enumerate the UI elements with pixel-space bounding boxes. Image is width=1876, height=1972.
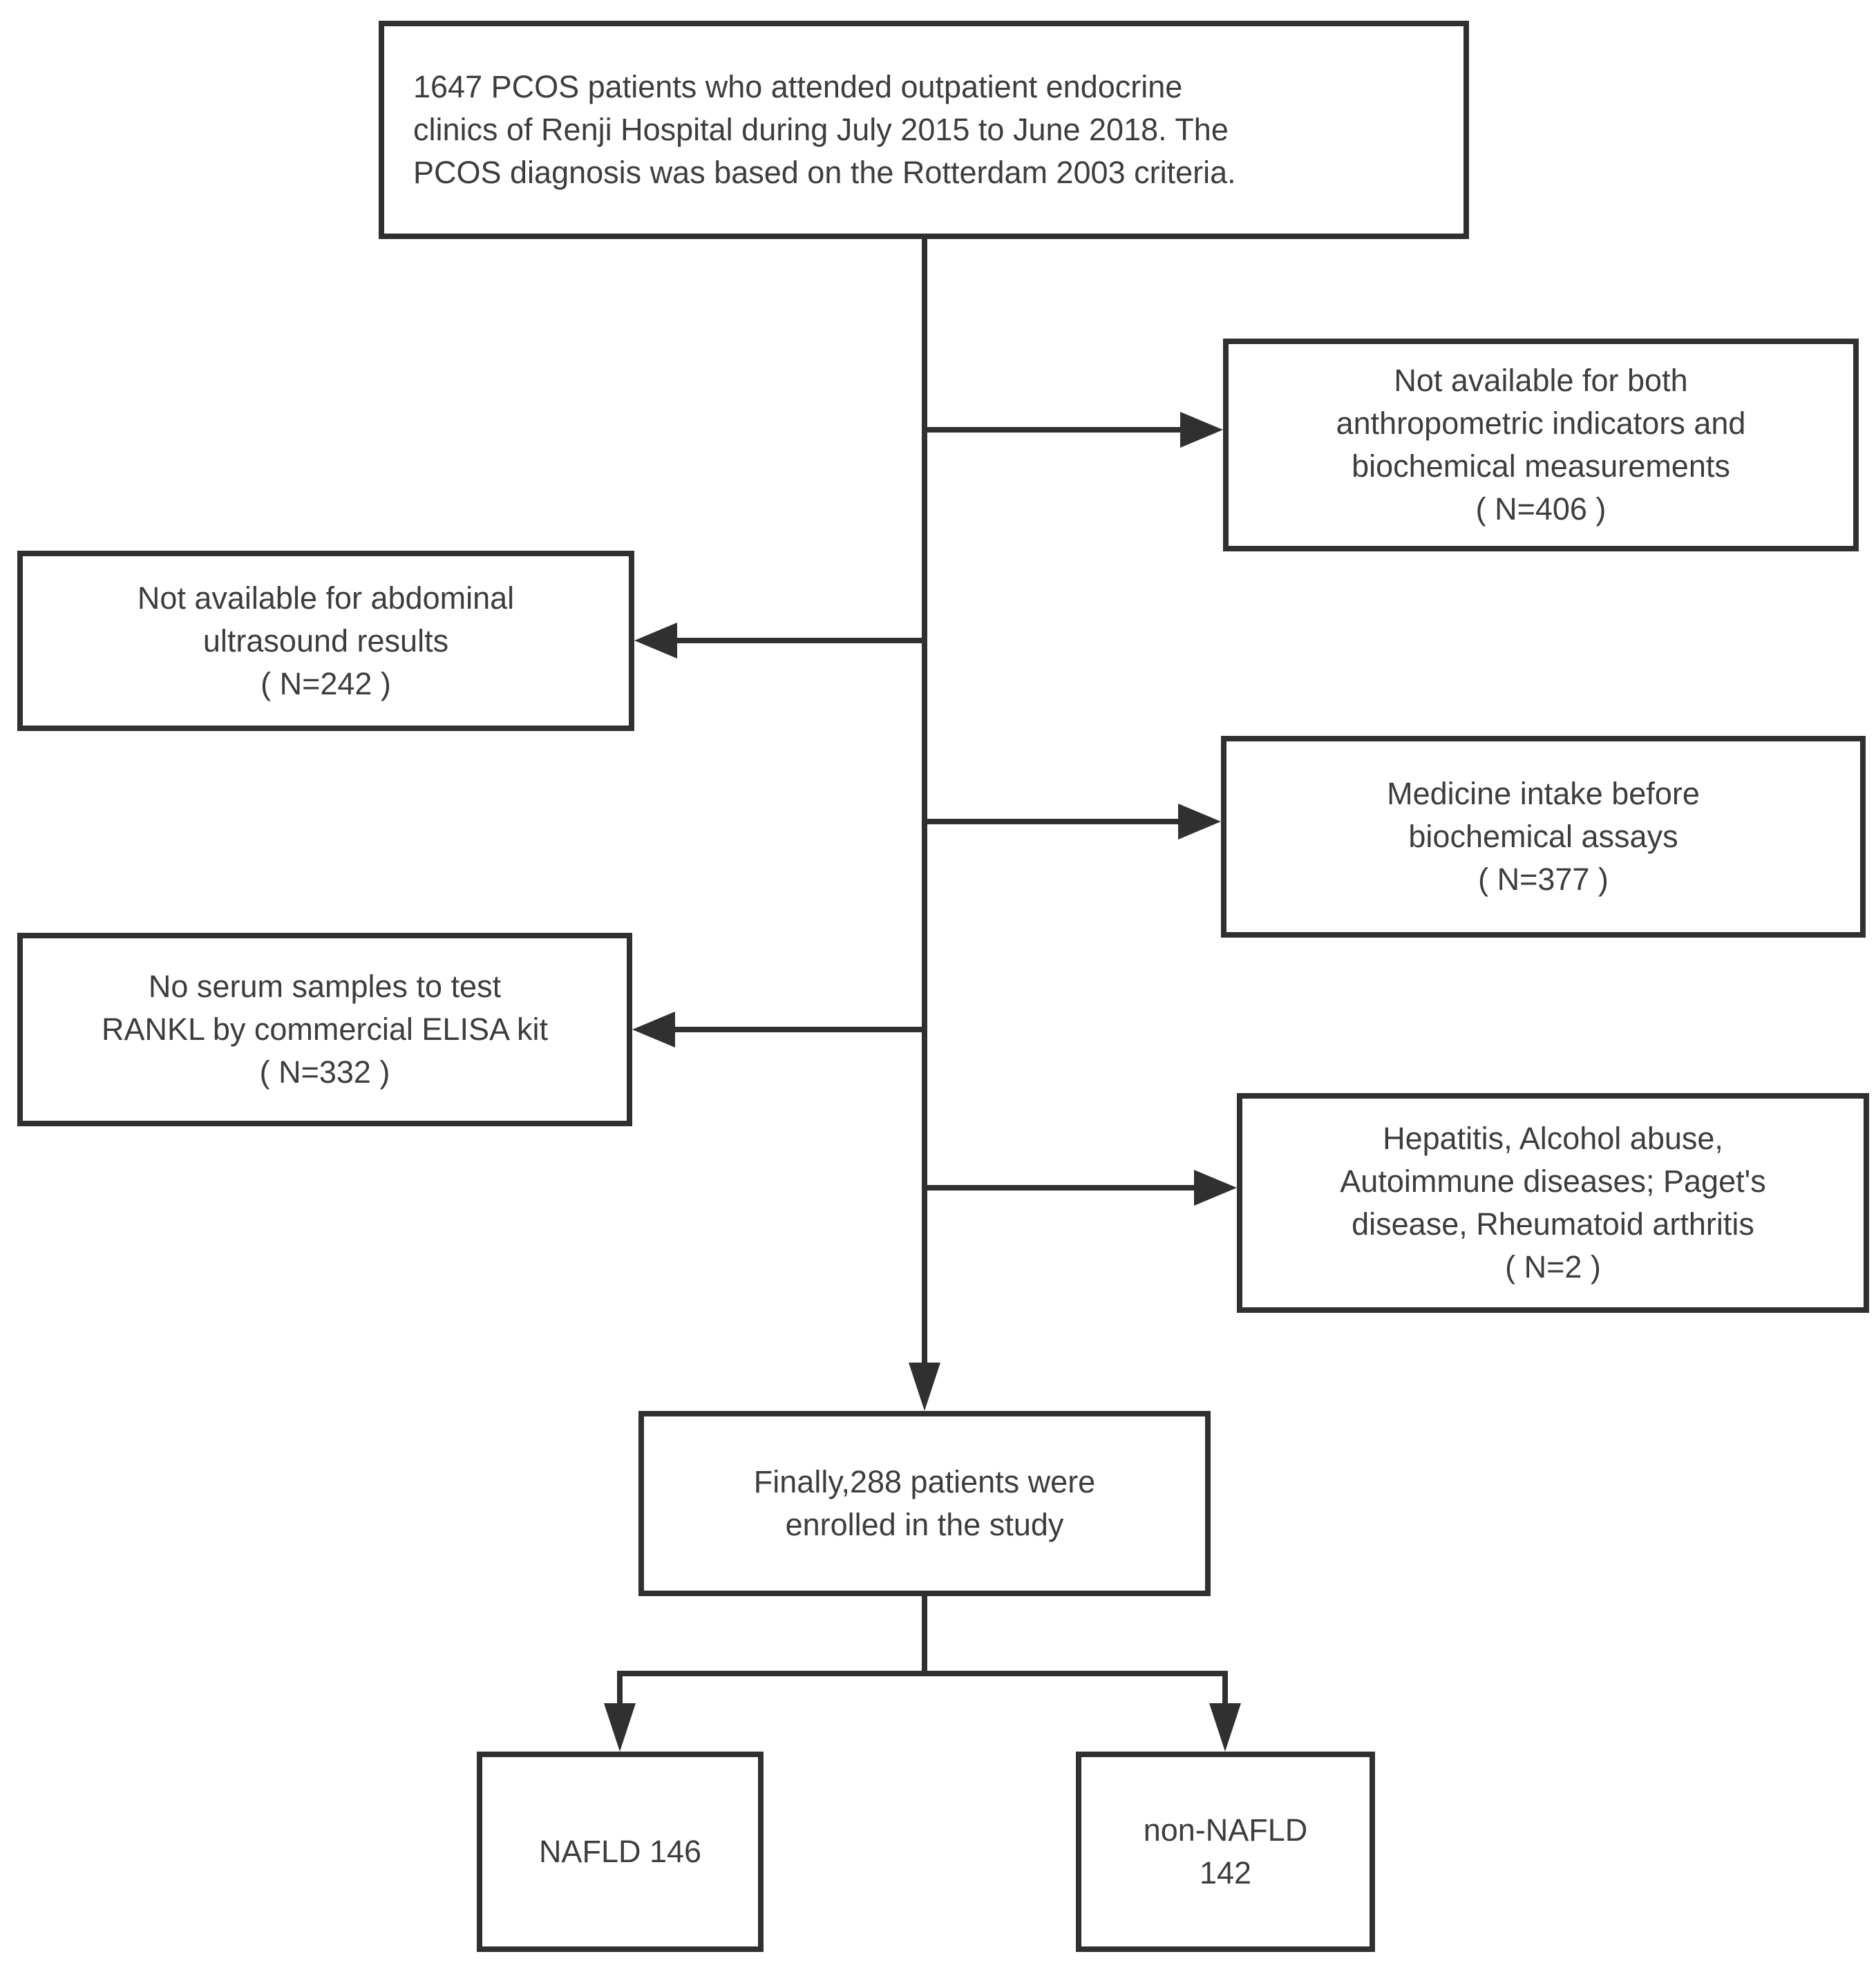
- split-horizontal-line: [617, 1671, 1228, 1676]
- arrowhead-nafld-icon: [604, 1703, 636, 1752]
- split-left-stub-line: [617, 1671, 623, 1708]
- enrolled-text: Finally,288 patients were enrolled in th…: [753, 1464, 1096, 1542]
- arrow-line-no-serum: [675, 1027, 927, 1032]
- non-nafld-text: non-NAFLD 142: [1143, 1812, 1308, 1890]
- node-nafld: NAFLD 146: [477, 1752, 764, 1952]
- node-excluded-ultrasound: Not available for abdominal ultrasound r…: [17, 551, 634, 731]
- node-enrolled: Finally,288 patients were enrolled in th…: [638, 1411, 1211, 1596]
- excluded-no-serum-text: No serum samples to test RANKL by commer…: [101, 969, 549, 1090]
- arrow-line-other-diseases: [922, 1185, 1194, 1191]
- node-excluded-other-diseases: Hepatitis, Alcohol abuse, Autoimmune dis…: [1237, 1093, 1869, 1313]
- spine-arrowhead-icon: [909, 1363, 940, 1411]
- spine-line: [922, 239, 927, 1363]
- excluded-other-diseases-text: Hepatitis, Alcohol abuse, Autoimmune dis…: [1340, 1121, 1766, 1284]
- excluded-ultrasound-text: Not available for abdominal ultrasound r…: [137, 580, 515, 701]
- arrowhead-non-nafld-icon: [1209, 1703, 1241, 1752]
- node-excluded-anthropometric: Not available for both anthropometric in…: [1223, 339, 1859, 551]
- split-stem-line: [922, 1596, 927, 1676]
- node-initial-cohort: 1647 PCOS patients who attended outpatie…: [379, 21, 1469, 239]
- arrowhead-other-diseases-icon: [1194, 1170, 1237, 1206]
- arrowhead-anthropometric-icon: [1180, 412, 1223, 448]
- nafld-text: NAFLD 146: [538, 1834, 702, 1869]
- initial-cohort-text: 1647 PCOS patients who attended outpatie…: [413, 69, 1236, 190]
- arrow-line-ultrasound: [677, 638, 927, 643]
- node-excluded-no-serum: No serum samples to test RANKL by commer…: [17, 933, 632, 1126]
- split-right-stub-line: [1222, 1671, 1228, 1708]
- arrowhead-ultrasound-icon: [634, 623, 677, 658]
- arrowhead-medicine-intake-icon: [1178, 804, 1221, 840]
- excluded-anthropometric-text: Not available for both anthropometric in…: [1336, 363, 1746, 527]
- excluded-medicine-intake-text: Medicine intake before biochemical assay…: [1387, 776, 1700, 897]
- node-excluded-medicine-intake: Medicine intake before biochemical assay…: [1221, 736, 1866, 938]
- node-non-nafld: non-NAFLD 142: [1076, 1752, 1375, 1952]
- arrow-line-medicine-intake: [922, 819, 1178, 824]
- arrow-line-anthropometric: [922, 427, 1180, 433]
- arrowhead-no-serum-icon: [632, 1012, 675, 1047]
